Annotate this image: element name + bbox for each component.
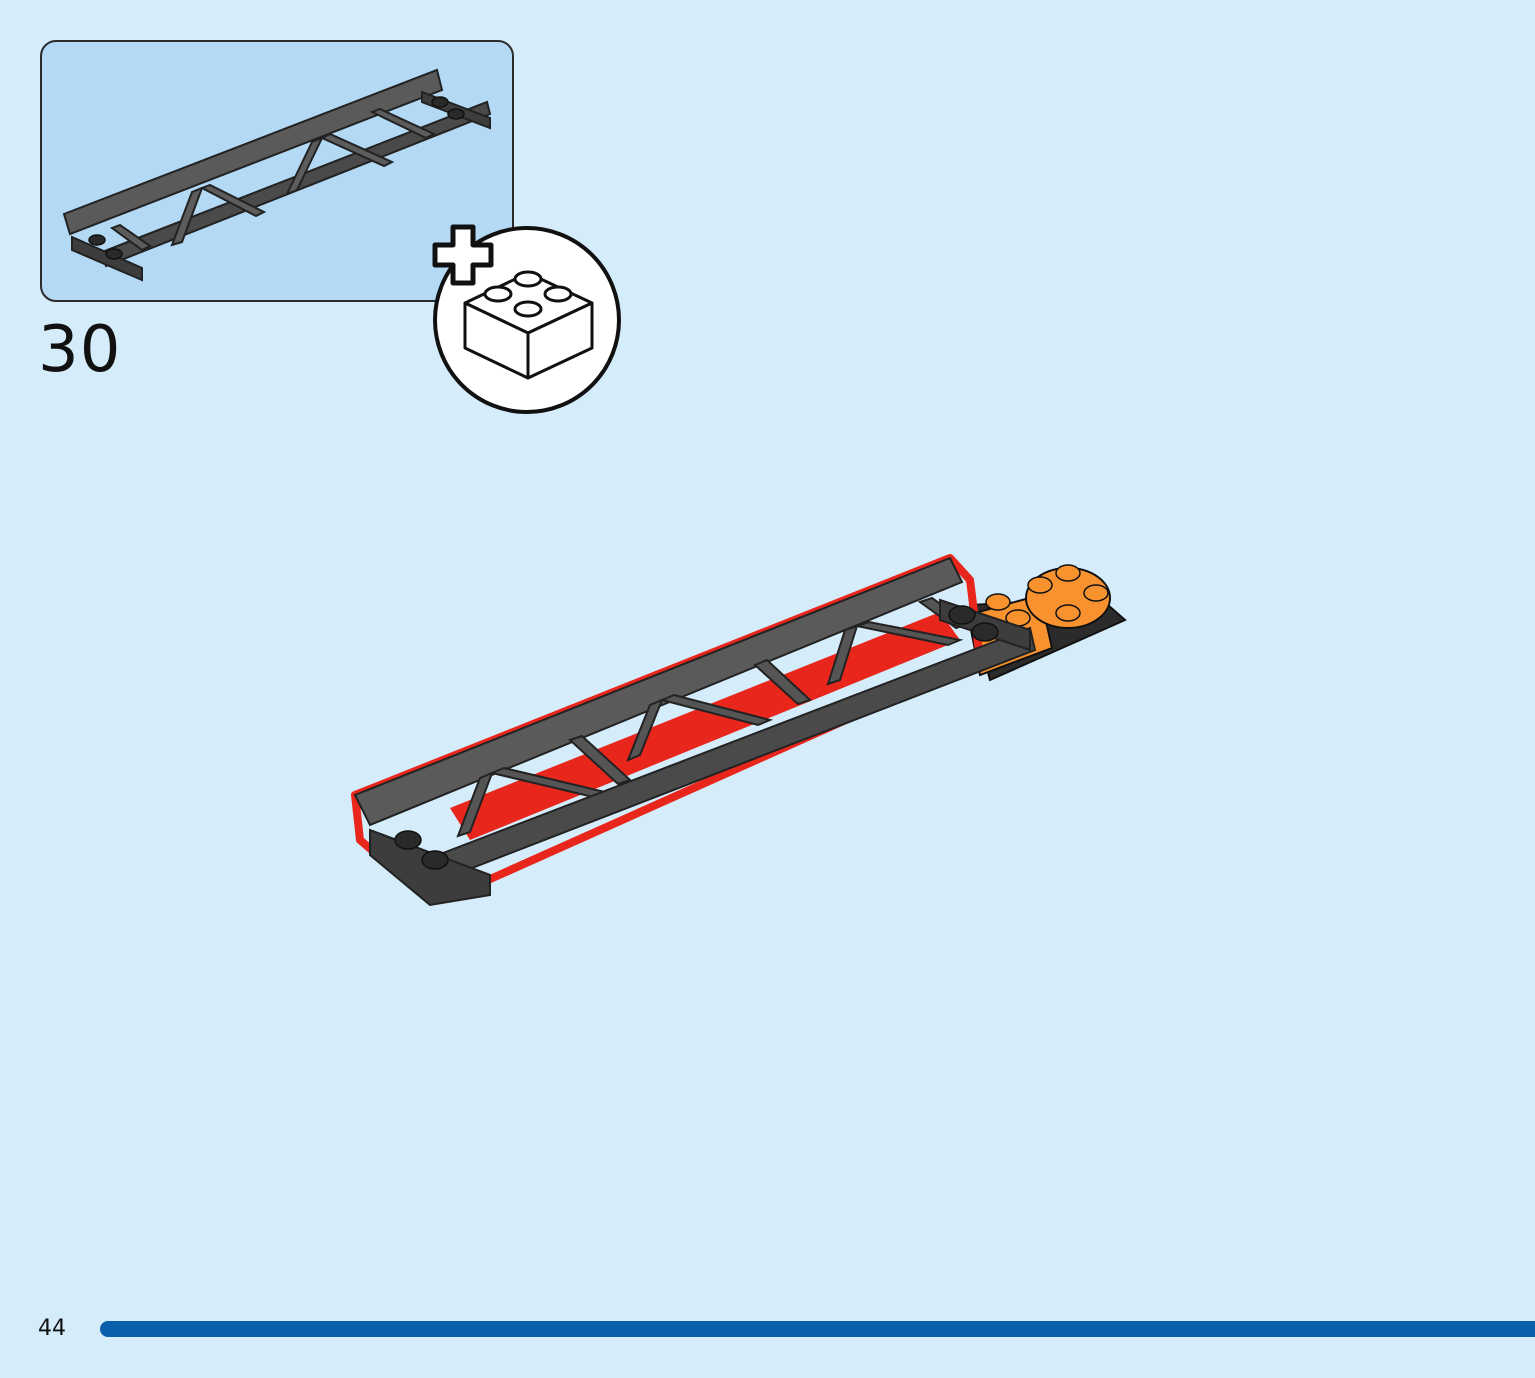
page-number: 44 [38, 1316, 66, 1341]
step-number: 30 [38, 313, 122, 387]
ladder-part-icon [62, 68, 492, 282]
add-brick-icon [432, 224, 621, 414]
progress-bar [100, 1321, 1535, 1337]
ladder-assembly-icon [351, 554, 1127, 907]
parts-callout [40, 40, 514, 302]
